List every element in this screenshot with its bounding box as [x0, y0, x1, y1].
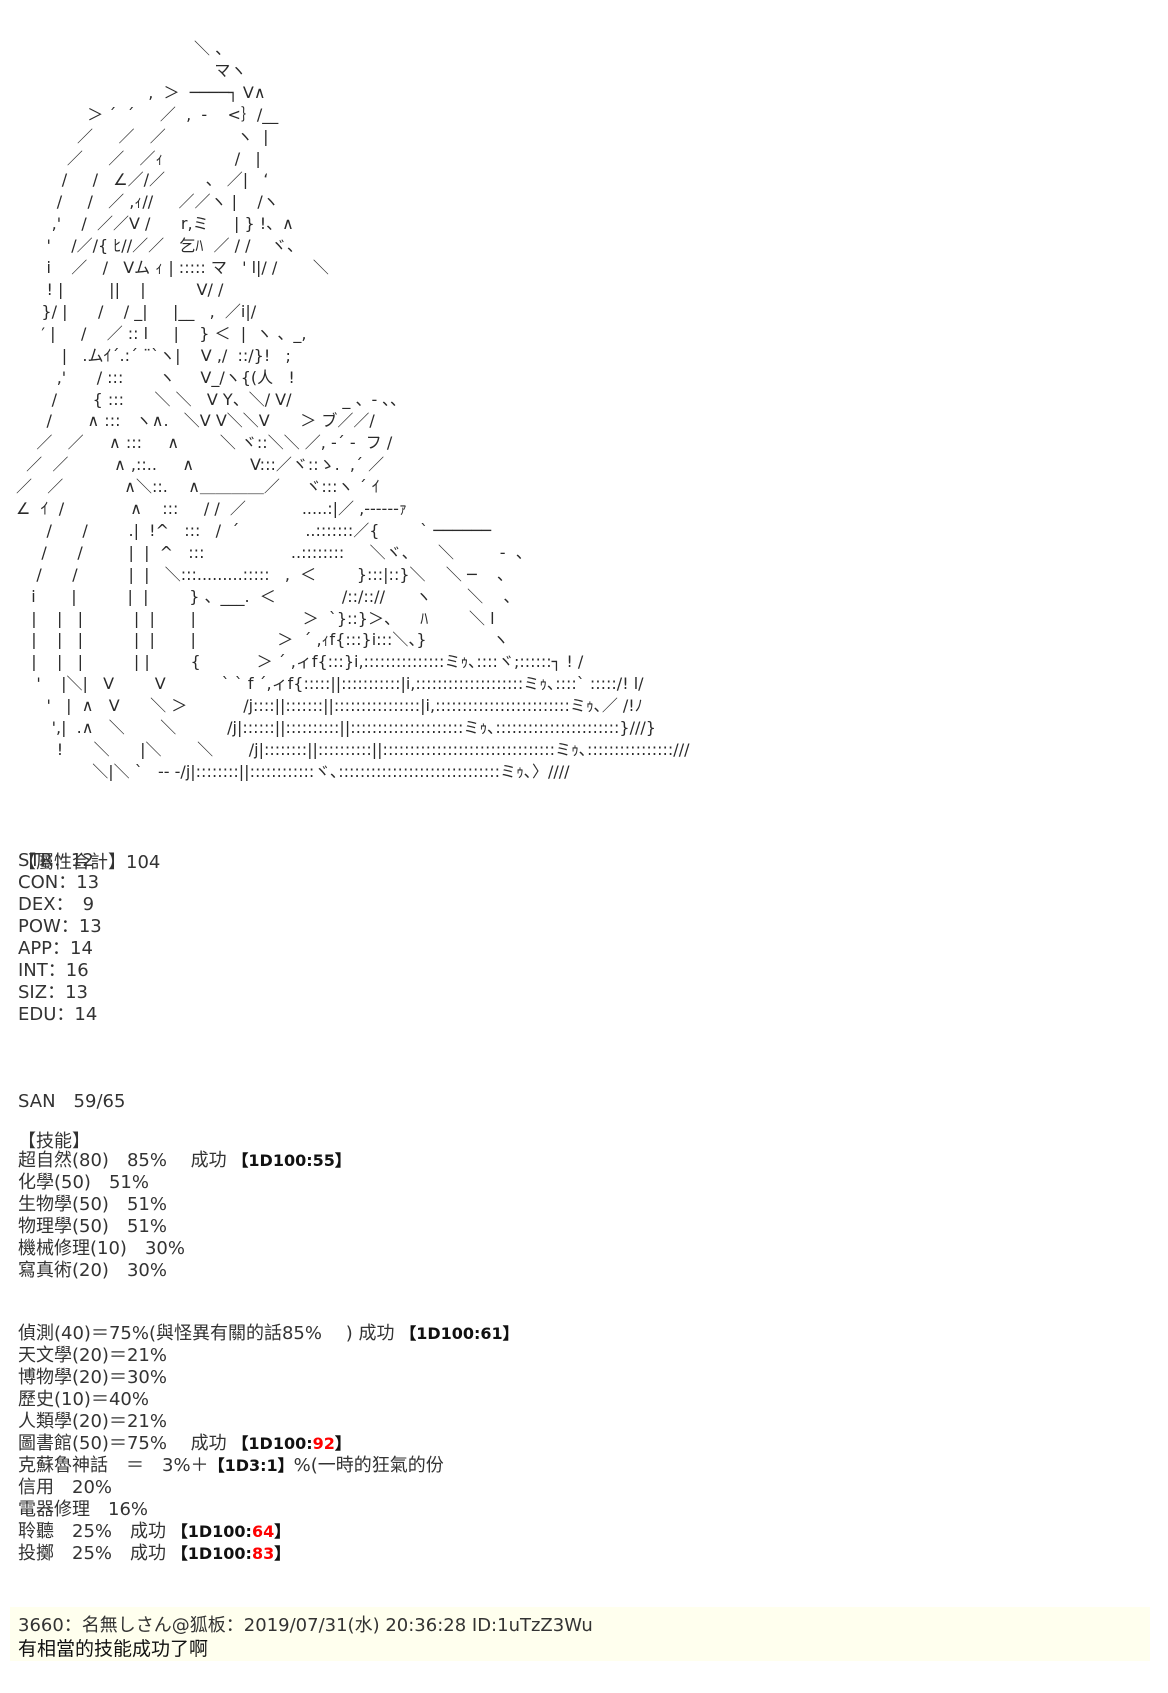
skill-text: 生物學(50) 51% [18, 1194, 167, 1215]
dice-open: 【1D100: [232, 1151, 313, 1170]
skills-list-2: 偵測(40)＝75%(與怪異有關的話85% ) 成功 【1D100:61】天文學… [18, 1323, 519, 1565]
skill-text: 聆聽 25% 成功 [18, 1521, 172, 1542]
skill-text: 機械修理(10) 30% [18, 1238, 185, 1259]
skill-text: 克蘇魯神話 ＝ 3%＋ [18, 1455, 209, 1476]
skill-line: 信用 20% [18, 1477, 519, 1499]
skills-header-label: 【技能】 [18, 1131, 90, 1152]
skills-header: 【技能】 [18, 1087, 90, 1175]
skill-line: 超自然(80) 85% 成功 【1D100:55】 [18, 1150, 351, 1172]
skill-text: 圖書館(50)＝75% 成功 [18, 1433, 233, 1454]
reply-header: 3660：名無しさん@狐板：2019/07/31(水) 20:36:28 ID:… [18, 1615, 593, 1636]
skill-line: 物理學(50) 51% [18, 1216, 351, 1238]
skill-line: 歷史(10)＝40% [18, 1389, 519, 1411]
skill-line: 生物學(50) 51% [18, 1194, 351, 1216]
skill-text: 投擲 25% 成功 [18, 1543, 172, 1564]
stat-line: EDU：14 [18, 1004, 98, 1025]
skill-text: 歷史(10)＝40% [18, 1389, 149, 1410]
reply-message: 有相當的技能成功了啊 [18, 1638, 209, 1660]
dice-roll: 【1D100:61】 [400, 1324, 519, 1343]
stat-line: SIZ：13 [18, 982, 88, 1003]
dice-open: 【1D100: [400, 1324, 481, 1343]
skill-line: 圖書館(50)＝75% 成功 【1D100:92】 [18, 1433, 519, 1455]
skill-line: 機械修理(10) 30% [18, 1238, 351, 1260]
dice-close: 】 [274, 1522, 291, 1541]
stat-line: INT：16 [18, 960, 89, 981]
skill-text: 信用 20% [18, 1477, 113, 1498]
skill-tail: %(一時的狂氣的份 [293, 1455, 444, 1476]
ascii-art-illustration: ＼ 、 マヽ , ＞ ────┐ V∧ ＞ ´ ´ ／ , - <｝/__ ／ … [16, 39, 690, 781]
stat-line: CON：13 [18, 872, 100, 893]
skill-line: 天文學(20)＝21% [18, 1345, 519, 1367]
dice-close: 】 [334, 1434, 351, 1453]
skill-text: 電器修理 16% [18, 1499, 149, 1520]
skill-text: 博物學(20)＝30% [18, 1367, 167, 1388]
dice-result: 61 [480, 1324, 503, 1343]
attribute-total-line: 【屬性合計】104 [18, 852, 161, 873]
stat-line: STR：12 [18, 850, 94, 871]
skill-line: 克蘇魯神話 ＝ 3%＋【1D3:1】%(一時的狂氣的份 [18, 1455, 519, 1477]
dice-result: 92 [312, 1434, 335, 1453]
skill-text: 化學(50) 51% [18, 1172, 149, 1193]
dice-result: 64 [251, 1522, 275, 1541]
dice-close: 】 [274, 1544, 291, 1563]
skill-text: 天文學(20)＝21% [18, 1345, 167, 1366]
skill-text: 超自然(80) 85% 成功 [18, 1150, 233, 1171]
dice-close: 】 [502, 1324, 519, 1343]
dice-result: 83 [251, 1544, 275, 1563]
dice-open: 【1D100: [232, 1434, 313, 1453]
skill-text: 偵測(40)＝75%(與怪異有關的話85% ) 成功 [18, 1323, 401, 1344]
skill-line: 聆聽 25% 成功 【1D100:64】 [18, 1521, 519, 1543]
dice-result: 1 [266, 1456, 278, 1475]
skill-line: 偵測(40)＝75%(與怪異有關的話85% ) 成功 【1D100:61】 [18, 1323, 519, 1345]
san-line: SAN 59/65 [18, 1047, 125, 1135]
dice-roll: 【1D100:55】 [232, 1151, 351, 1170]
stat-line: APP：14 [18, 938, 93, 959]
dice-open: 【1D100: [171, 1522, 252, 1541]
skills-list-1: 超自然(80) 85% 成功 【1D100:55】化學(50) 51%生物學(5… [18, 1150, 351, 1282]
skill-line: 投擲 25% 成功 【1D100:83】 [18, 1543, 519, 1565]
skill-text: 物理學(50) 51% [18, 1216, 167, 1237]
stat-line: DEX： 9 [18, 894, 95, 915]
skill-line: 電器修理 16% [18, 1499, 519, 1521]
skill-line: 寫真術(20) 30% [18, 1260, 351, 1282]
dice-open: 【1D3: [208, 1456, 267, 1475]
skill-line: 博物學(20)＝30% [18, 1367, 519, 1389]
attribute-total-header: 【屬性合計】104 [18, 808, 160, 896]
stat-line: POW：13 [18, 916, 102, 937]
reply-post: 3660：名無しさん@狐板：2019/07/31(水) 20:36:28 ID:… [10, 1607, 1150, 1661]
dice-roll: 【1D100:92】 [232, 1434, 351, 1453]
dice-close: 】 [277, 1456, 294, 1475]
san-value: SAN 59/65 [18, 1091, 126, 1112]
dice-open: 【1D100: [171, 1544, 252, 1563]
skill-line: 人類學(20)＝21% [18, 1411, 519, 1433]
skill-text: 寫真術(20) 30% [18, 1260, 167, 1281]
skill-text: 人類學(20)＝21% [18, 1411, 167, 1432]
dice-result: 55 [312, 1151, 335, 1170]
dice-roll: 【1D100:64】 [172, 1522, 291, 1541]
dice-roll: 【1D100:83】 [172, 1544, 291, 1563]
dice-close: 】 [334, 1151, 351, 1170]
skill-line: 化學(50) 51% [18, 1172, 351, 1194]
dice-roll: 【1D3:1】 [209, 1456, 294, 1475]
